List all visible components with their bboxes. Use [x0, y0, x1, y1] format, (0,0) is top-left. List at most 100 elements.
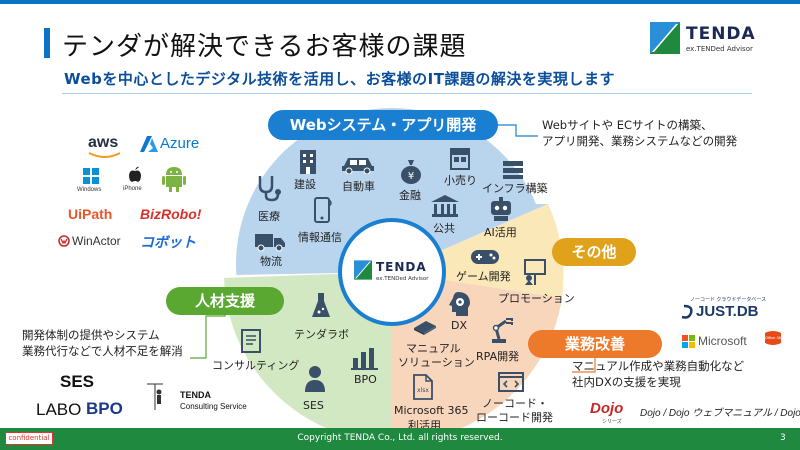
aws-logo-text: aws — [88, 134, 119, 151]
stethoscope-icon — [258, 176, 281, 202]
bar-chart-icon — [351, 348, 378, 370]
hr-description-line-1: 開発体制の提供やシステム — [22, 328, 160, 342]
winactor-text: WinActor — [72, 234, 121, 248]
web-item-automotive: 自動車 — [342, 180, 375, 193]
center-logo-tagline: ex.TENDed Advisor — [376, 276, 429, 282]
windows-label: Windows — [77, 187, 102, 193]
dojo-series-logo: Dojo シリーズ — [588, 398, 634, 426]
dojo-series-text: Dojo — [590, 400, 624, 417]
xlsx-file-icon: xlsx — [413, 374, 433, 400]
ses-logo: SES — [60, 372, 95, 391]
segment-other-label: その他 — [552, 238, 636, 266]
biz-item-nocode: ノーコード・ — [482, 397, 548, 410]
consulting-sub: Consulting Service — [180, 402, 247, 411]
truck-icon — [255, 234, 285, 252]
labo-logo: LABO — [36, 400, 82, 419]
hr-item-bpo: BPO — [354, 373, 377, 386]
biz-description-line-1: マニュアル作成や業務自動化など — [572, 359, 745, 373]
tenda-logo-mark-icon — [650, 22, 680, 54]
head-gear-icon — [449, 292, 470, 316]
center-logo-wordmark: TENDA — [376, 260, 427, 274]
web-description: Webサイトや ECサイトの構築、 アプリ開発、業務システムなどの開発 — [542, 117, 737, 149]
presentation-icon — [524, 259, 546, 285]
person-icon — [305, 366, 325, 392]
bpo-logo: BPO — [86, 399, 123, 418]
consulting-person-icon — [147, 383, 163, 410]
footer-copyright: Copyright TENDA Co., Ltd. all rights res… — [297, 433, 503, 443]
azure-icon — [140, 136, 158, 152]
consulting-name: TENDA — [180, 390, 211, 400]
web-item-construction: 建設 — [294, 178, 316, 191]
windows-icon — [83, 168, 99, 184]
dojo-products-row: Dojo / Dojo ウェブマニュアル / Dojo ナビ — [640, 408, 800, 419]
winactor-logo: WinActor — [58, 234, 121, 248]
game-controller-icon — [471, 250, 499, 264]
robot-icon — [491, 197, 511, 221]
top-stripe — [0, 0, 800, 4]
biz-description: マニュアル作成や業務自動化など 社内DXの支援を実現 — [572, 358, 744, 390]
uipath-logo: UiPath — [68, 206, 113, 222]
winactor-icon — [58, 235, 70, 247]
android-icon — [162, 167, 186, 192]
tenda-consulting-logo: TENDA Consulting Service — [146, 382, 256, 414]
car-icon — [342, 158, 374, 174]
web-item-telecom: 情報通信 — [298, 231, 342, 244]
hr-description: 開発体制の提供やシステム 業務代行などで人材不足を解消 — [22, 327, 183, 359]
justdb-icon — [681, 304, 693, 319]
office-text: Office 365 — [765, 335, 784, 340]
biz-item-dx: DX — [451, 319, 468, 332]
web-item-public: 公共 — [433, 222, 455, 235]
dojo-series-sub: シリーズ — [602, 419, 622, 425]
microsoft-logo: Microsoft — [682, 334, 747, 348]
callout-biz — [572, 358, 596, 373]
segment-biz — [392, 272, 562, 443]
microsoft-icon — [682, 335, 695, 348]
other-item-promotion: プロモーション — [498, 292, 575, 305]
hr-description-line-2: 業務代行などで人材不足を解消 — [22, 344, 183, 358]
segment-web-label: Webシステム・アプリ開発 — [268, 110, 498, 140]
web-item-retail: 小売り — [444, 174, 477, 187]
code-window-icon — [498, 372, 524, 392]
svg-text:xlsx: xlsx — [417, 387, 429, 394]
bizrobo-logo: BizRobo! — [140, 206, 202, 222]
segment-biz-label: 業務改善 — [528, 330, 662, 358]
web-item-ai: AI活用 — [484, 226, 517, 239]
server-icon — [503, 161, 523, 179]
segment-web — [236, 108, 548, 275]
biz-item-lowcode: ローコード開発 — [476, 411, 553, 424]
robot-arm-icon — [492, 318, 513, 343]
justdb-tagline: ノーコード クラウドデータベース — [690, 297, 767, 303]
windows-logo: Windows — [77, 168, 105, 196]
tenda-logo: TENDA ex.TENDed Advisor — [650, 22, 770, 58]
azure-logo-text: Azure — [160, 135, 200, 152]
flask-icon — [312, 293, 330, 317]
smartphone-icon — [314, 197, 332, 223]
biz-item-solution: ソリューション — [398, 356, 475, 369]
azure-logo: Azure — [140, 135, 199, 152]
web-description-line-1: Webサイトや ECサイトの構築、 — [542, 118, 713, 132]
hr-item-lab: テンダラボ — [294, 328, 349, 341]
svg-text:¥: ¥ — [408, 171, 414, 182]
title-accent-bar — [44, 28, 50, 58]
microsoft-text: Microsoft — [698, 334, 747, 348]
center-logo: TENDA ex.TENDed Advisor — [338, 218, 446, 326]
iphone-label: iPhone — [123, 186, 142, 192]
callout-web — [498, 124, 538, 137]
segment-hr-label: 人材支援 — [166, 287, 284, 315]
footer-bar: Copyright TENDA Co., Ltd. all rights res… — [0, 428, 800, 450]
logo-tagline: ex.TENDed Advisor — [686, 45, 753, 53]
subtitle-divider — [62, 93, 752, 94]
money-bag-icon: ¥ — [401, 160, 421, 184]
biz-item-manual: マニュアル — [406, 342, 461, 355]
center-logo-mark-icon — [354, 260, 372, 280]
document-icon — [241, 329, 261, 353]
web-item-infrastructure: インフラ構築 — [482, 182, 548, 195]
book-icon — [414, 321, 436, 335]
public-building-icon — [431, 195, 459, 217]
shop-icon — [450, 148, 470, 170]
web-item-medical: 医療 — [258, 210, 280, 223]
iphone-logo: iPhone — [122, 166, 148, 196]
office365-logo: Office 365 — [762, 330, 788, 350]
building-icon — [300, 150, 316, 174]
aws-logo: aws — [88, 134, 121, 158]
